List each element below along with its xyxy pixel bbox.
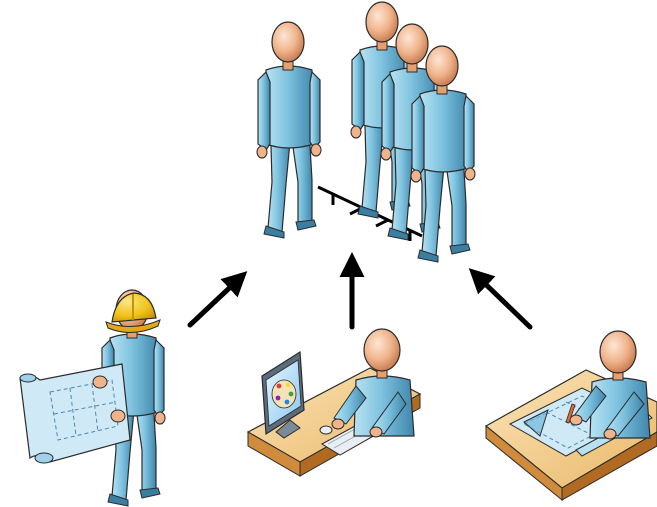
team-group xyxy=(257,2,475,262)
arrow-up-left-icon xyxy=(476,275,530,327)
mouse-icon xyxy=(320,426,332,434)
draftsman-workstation xyxy=(486,331,657,500)
arrow-up-right-icon xyxy=(190,278,240,325)
construction-worker xyxy=(20,290,165,506)
designer-workstation xyxy=(248,329,420,476)
paint-palette-icon xyxy=(272,380,296,408)
hard-hat-icon xyxy=(106,293,160,333)
arrows xyxy=(190,262,530,327)
team-leader-person-icon xyxy=(257,22,321,238)
